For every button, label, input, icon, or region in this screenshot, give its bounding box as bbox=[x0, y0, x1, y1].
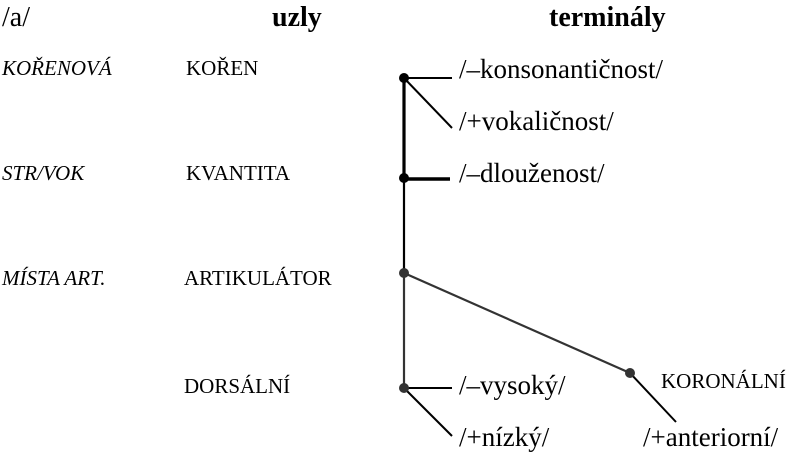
terminal-high: /–vysoký/ bbox=[459, 370, 566, 400]
node-quantity: KVANTITA bbox=[186, 161, 291, 185]
quantity-node-dot bbox=[399, 173, 409, 183]
category-str-vok: STR/VOK bbox=[2, 161, 85, 185]
phoneme-label: /a/ bbox=[2, 2, 30, 33]
root-node-dot bbox=[399, 73, 409, 83]
terminal-long: /–dlouženost/ bbox=[459, 158, 605, 188]
nodes-heading: uzly bbox=[272, 2, 322, 33]
dorsal-node-dot bbox=[399, 383, 409, 393]
branch-low bbox=[403, 387, 453, 437]
coronal-node-dot bbox=[625, 368, 635, 378]
branch-coronal bbox=[403, 271, 631, 375]
category-root: KOŘENOVÁ bbox=[2, 56, 112, 80]
node-dorsal: DORSÁLNÍ bbox=[184, 374, 291, 398]
articulator-node-dot bbox=[399, 268, 409, 278]
branch-vocalic bbox=[403, 77, 453, 129]
node-articulator: ARTIKULÁTOR bbox=[184, 266, 332, 290]
category-place: MÍSTA ART. bbox=[2, 266, 106, 290]
terminals-heading: terminály bbox=[549, 2, 666, 33]
node-root: KOŘEN bbox=[186, 56, 259, 80]
terminal-consonantal: /–konsonantičnost/ bbox=[459, 54, 663, 84]
terminal-vocalic: /+vokaličnost/ bbox=[459, 106, 614, 136]
terminal-anterior: /+anteriorní/ bbox=[643, 422, 779, 452]
node-coronal: KORONÁLNÍ bbox=[661, 369, 786, 393]
branch-anterior bbox=[629, 372, 677, 423]
terminal-low: /+nízký/ bbox=[459, 422, 550, 452]
